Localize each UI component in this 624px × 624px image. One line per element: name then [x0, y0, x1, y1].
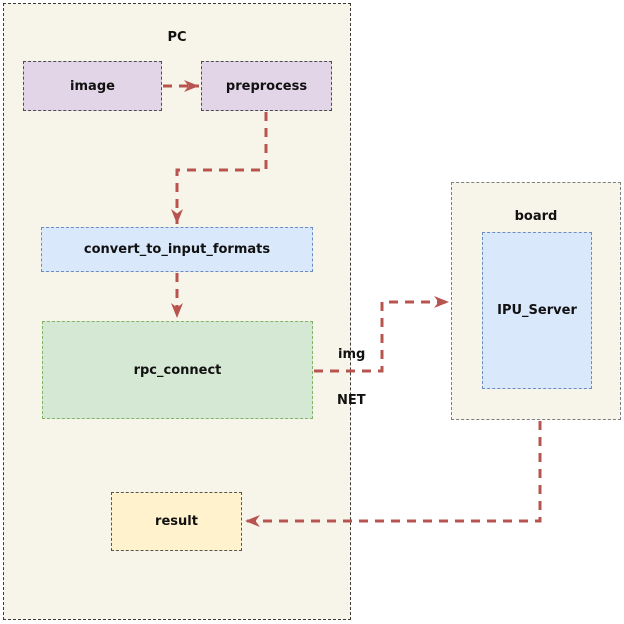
node-ipu-server-label: IPU_Server — [497, 303, 577, 318]
node-image: image — [23, 61, 162, 111]
edge-label-net: NET — [337, 393, 366, 408]
node-preprocess: preprocess — [201, 61, 332, 111]
node-rpc-connect-label: rpc_connect — [133, 362, 222, 378]
node-ipu-server: IPU_Server — [482, 232, 592, 389]
node-preprocess-label: preprocess — [225, 78, 308, 94]
board-label: board — [514, 209, 558, 224]
node-convert-to-input-formats-label: convert_to_input_formats — [83, 242, 271, 257]
edge-label-img: img — [338, 347, 366, 362]
node-rpc-connect: rpc_connect — [42, 321, 313, 419]
node-result: result — [111, 492, 242, 551]
node-convert-to-input-formats: convert_to_input_formats — [41, 227, 313, 272]
node-image-label: image — [70, 78, 115, 94]
pc-label: PC — [167, 30, 187, 45]
node-result-label: result — [155, 514, 198, 529]
